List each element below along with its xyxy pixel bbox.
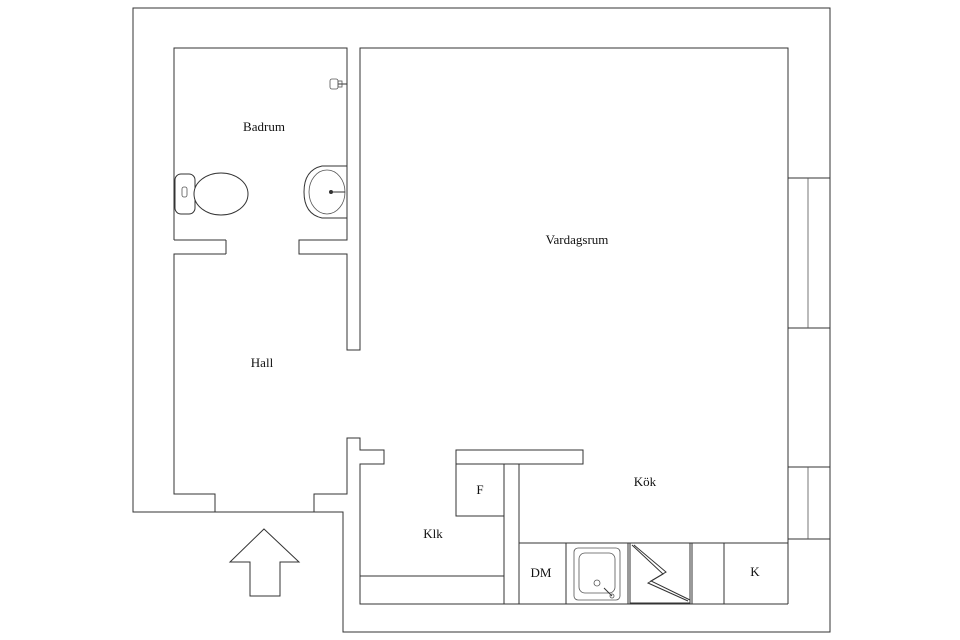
room-label-klk: Klk (423, 526, 443, 541)
room-label-badrum: Badrum (243, 119, 285, 134)
room-label-hall: Hall (251, 355, 274, 370)
window-lower (787, 466, 831, 540)
room-label-kok: Kök (634, 474, 657, 489)
fridge: F (455, 463, 505, 517)
interior-walls (173, 47, 789, 605)
stove-icon (629, 542, 691, 604)
toilet-icon (174, 172, 249, 216)
room-label-vardagsrum: Vardagsrum (546, 232, 609, 247)
washbasin-icon (303, 165, 348, 219)
dishwasher-label: DM (531, 565, 552, 580)
fridge-label: F (476, 482, 483, 497)
window-upper (787, 177, 831, 329)
kitchen-counter: DM K (519, 542, 788, 604)
sink-icon (573, 547, 621, 601)
outer-wall (132, 7, 831, 633)
faucet-icon (329, 78, 347, 90)
cabinet-label: K (750, 564, 760, 579)
entrance-arrow-icon (228, 528, 301, 597)
